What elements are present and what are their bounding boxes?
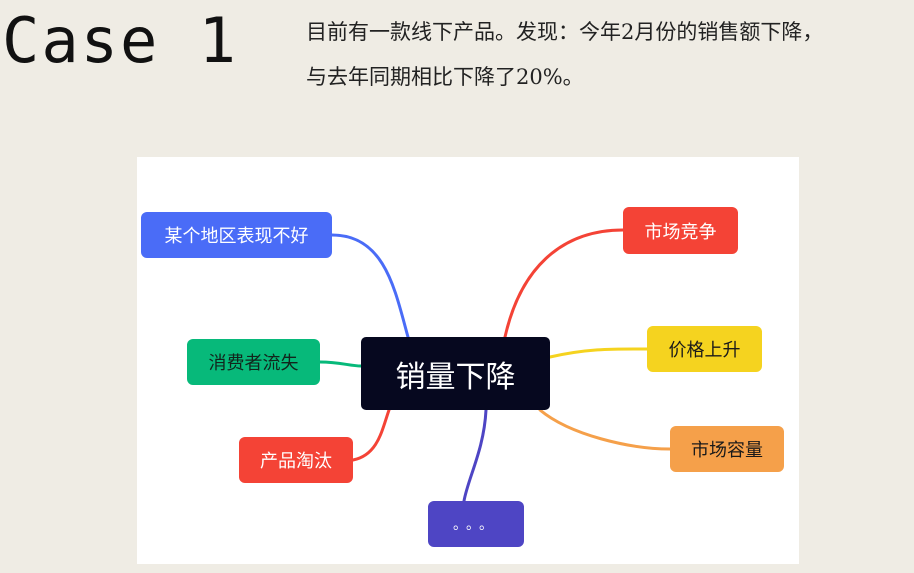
description-line-2: 与去年同期相比下降了20%。 [306,65,584,89]
branch-label-etc: 。。。 [453,517,499,533]
branch-node-consumer: 消费者流失 [187,339,320,385]
branch-node-region: 某个地区表现不好 [141,212,332,258]
branch-node-competition: 市场竞争 [623,207,738,254]
branch-node-price: 价格上升 [647,326,762,372]
branch-label-region: 某个地区表现不好 [164,226,309,247]
branch-label-consumer: 消费者流失 [208,353,299,374]
branch-node-etc: 。。。 [428,501,524,547]
branch-node-phaseout: 产品淘汰 [239,437,353,483]
center-node-label: 销量下降 [395,359,516,395]
case-description: 目前有一款线下产品。发现：今年2月份的销售额下降， 与去年同期相比下降了20%。 [306,10,914,100]
branch-node-capacity: 市场容量 [670,426,784,472]
branch-label-price: 价格上升 [668,340,741,361]
branch-label-capacity: 市场容量 [691,440,763,461]
description-line-1: 目前有一款线下产品。发现：今年2月份的销售额下降， [306,20,824,44]
center-node: 销量下降 [361,337,550,410]
case-title: Case 1 [2,4,238,77]
branch-label-phaseout: 产品淘汰 [260,451,332,472]
branch-label-competition: 市场竞争 [644,221,717,243]
